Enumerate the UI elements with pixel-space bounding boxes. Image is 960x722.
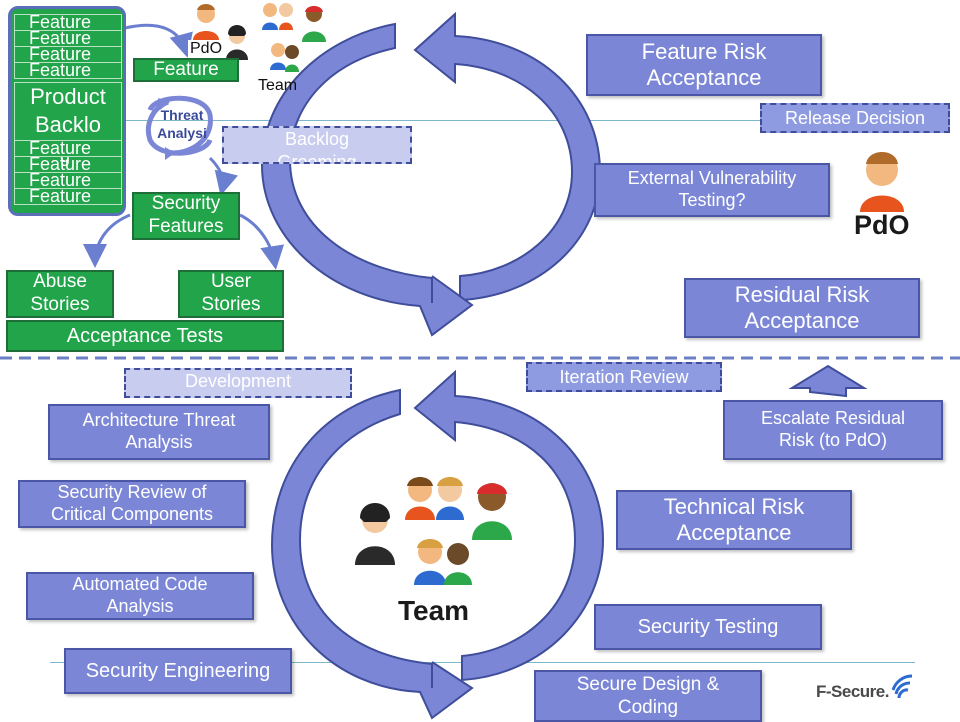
pdo-label-small: PdO (188, 40, 225, 58)
iteration-review-box: Iteration Review (526, 362, 722, 392)
acceptance-tests-box: Acceptance Tests (6, 320, 284, 352)
backlog-cycle-arrow (260, 11, 602, 337)
release-decision-box: Release Decision (760, 103, 950, 133)
product-backlog-label: Product Backlo (30, 84, 106, 137)
backlog-feature-5: Feature (14, 139, 122, 157)
threat-analysis-cycle (145, 95, 213, 160)
secure-design-coding-box: Secure Design & Coding (534, 670, 762, 722)
security-review-box: Security Review of Critical Components (18, 480, 246, 528)
backlog-feature-7: Feature (14, 171, 122, 189)
development-iteration-box: Development Iteration (124, 368, 352, 398)
security-testing-box: Security Testing (594, 604, 822, 650)
automated-code-analysis-box: Automated Code Analysis (26, 572, 254, 620)
architecture-threat-analysis-box: Architecture Threat Analysis (48, 404, 270, 460)
pdo-label-large: PdO (854, 210, 910, 240)
technical-risk-acceptance-box: Technical Risk Acceptance (616, 490, 852, 550)
security-engineering-box: Security Engineering (64, 648, 292, 694)
external-vulnerability-testing-box: External Vulnerability Testing? (594, 163, 830, 217)
guide-line-top (120, 120, 940, 121)
feature-risk-acceptance-box: Feature Risk Acceptance (586, 34, 822, 96)
threat-analysis-label: Threat Analysi (157, 107, 207, 141)
iteration-cycle-arrow (270, 369, 605, 720)
escalate-residual-risk-box: Escalate Residual Risk (to PdO) (723, 400, 943, 460)
fsecure-logo: F-Secure. (816, 682, 889, 701)
backlog-feature-8: Feature (14, 187, 122, 205)
escalate-up-arrow (788, 364, 868, 398)
user-stories-box: User Stories (178, 270, 284, 318)
backlog-grooming-box: Backlog Grooming (222, 126, 412, 164)
residual-risk-acceptance-box: Residual Risk Acceptance (684, 278, 920, 338)
team-label-large: Team (398, 595, 470, 626)
feature-box: Feature (133, 58, 239, 82)
security-features-box: Security Features (132, 192, 240, 240)
team-label-small: Team (258, 77, 298, 94)
abuse-stories-box: Abuse Stories (6, 270, 114, 318)
backlog-feature-1: Feature (14, 13, 122, 31)
backlog-feature-4: Feature (14, 61, 122, 79)
